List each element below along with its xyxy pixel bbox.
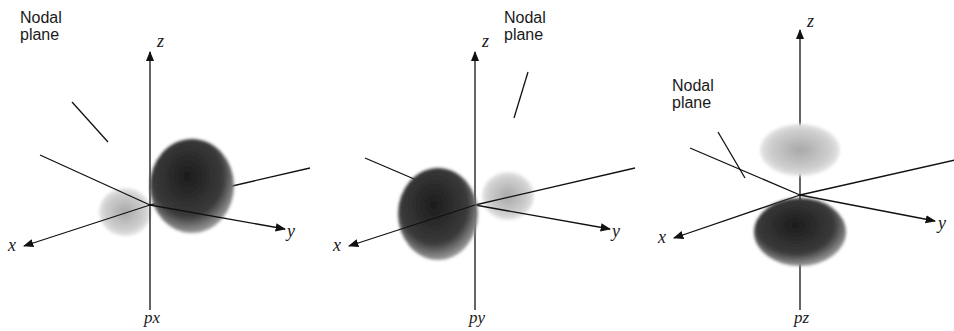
nodal-plane-label: Nodal plane — [672, 78, 724, 112]
px-panel — [24, 52, 310, 310]
pz-panel — [674, 30, 954, 310]
axis-label: y — [612, 222, 620, 241]
axis-label: z — [482, 32, 489, 51]
axis-label: y — [938, 214, 946, 233]
orbital-label: px — [144, 309, 160, 327]
axis-label: x — [333, 236, 341, 255]
nodal-plane-label: Nodal plane — [504, 10, 556, 44]
axis-label: x — [8, 236, 16, 255]
nodal-plane-label: Nodal plane — [20, 10, 72, 44]
orbital-label: pz — [794, 309, 809, 327]
axis-label: y — [287, 222, 295, 241]
axis-label: x — [658, 228, 666, 247]
py-panel — [349, 52, 635, 310]
axis-label: z — [807, 12, 814, 31]
axis-label: z — [157, 32, 164, 51]
orbital-label: py — [469, 309, 485, 327]
